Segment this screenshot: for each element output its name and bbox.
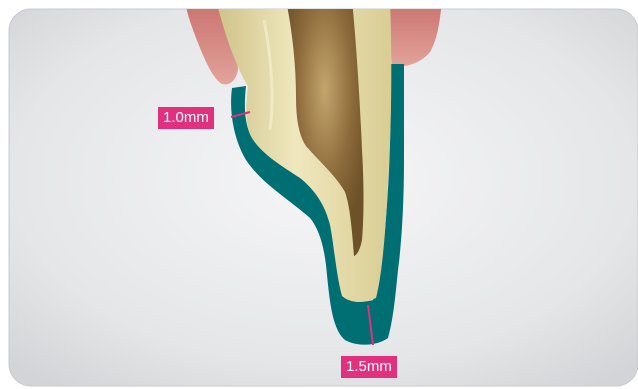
thickness-label-bottom: 1.5mm <box>341 356 397 378</box>
thickness-label-top: 1.0mm <box>158 107 214 129</box>
